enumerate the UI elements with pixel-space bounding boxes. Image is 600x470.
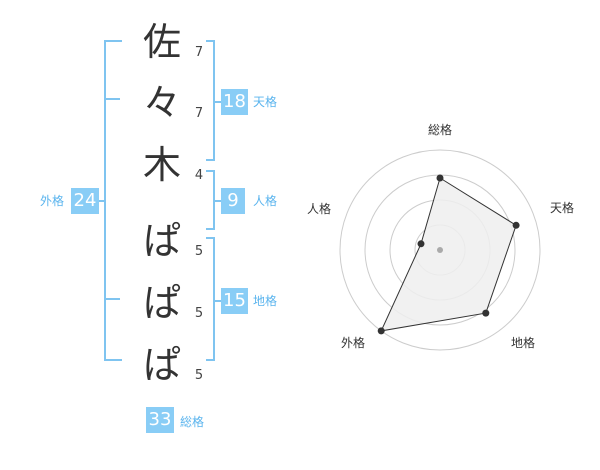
gaikaku-bracket [104,40,122,361]
gaikaku-label: 外格 [40,194,65,208]
radar-point [436,174,444,182]
name-char-6: ぱ [142,343,181,387]
stroke-count-5: 5 [194,306,204,321]
radar-center [437,247,443,253]
chikaku-badge: 15 [221,288,248,314]
tenkaku-label: 天格 [253,95,278,109]
radar-point [377,327,385,335]
radar-axis-label-chikaku: 地格 [510,336,535,350]
name-char-3: 木 [142,143,181,187]
chikaku-connector [213,300,222,302]
stroke-count-1: 7 [194,45,204,60]
radar-axis-label-soukaku: 総格 [427,123,452,137]
radar-ring [414,224,466,276]
stroke-count-2: 7 [194,106,204,121]
radar-ring [389,199,491,301]
gaikaku-badge: 24 [71,188,99,214]
stroke-count-6: 5 [194,368,204,383]
radar-axis-label-jinkaku: 人格 [306,202,331,216]
radar-point [512,221,520,229]
gaikaku-connector [97,200,106,202]
gaikaku-tick-2 [104,298,120,300]
radar-rings [339,149,541,351]
jinkaku-connector [213,200,222,202]
stroke-count-3: 4 [194,168,204,183]
chikaku-label: 地格 [253,294,278,308]
soukaku-label: 総格 [180,415,205,429]
gaikaku-tick-1 [104,98,120,100]
name-char-2: 々 [142,81,181,125]
radar-axis-label-gaikaku: 外格 [340,336,365,350]
chikaku-bracket [206,237,215,361]
tenkaku-connector [213,101,222,103]
radar-ring [364,174,516,326]
soukaku-badge: 33 [146,407,174,433]
name-char-5: ぱ [142,281,181,325]
radar-axis-label-tenkaku: 天格 [549,201,574,215]
radar-points [377,174,520,335]
tenkaku-bracket [206,40,215,161]
radar-ring [339,149,541,351]
stroke-count-4: 5 [194,244,204,259]
jinkaku-badge: 9 [221,188,245,214]
radar-area [380,177,517,332]
jinkaku-label: 人格 [253,194,278,208]
radar-point [417,240,425,248]
name-char-1: 佐 [142,20,181,64]
name-char-4: ぱ [142,219,181,263]
radar-point [482,309,490,317]
tenkaku-badge: 18 [221,89,248,115]
